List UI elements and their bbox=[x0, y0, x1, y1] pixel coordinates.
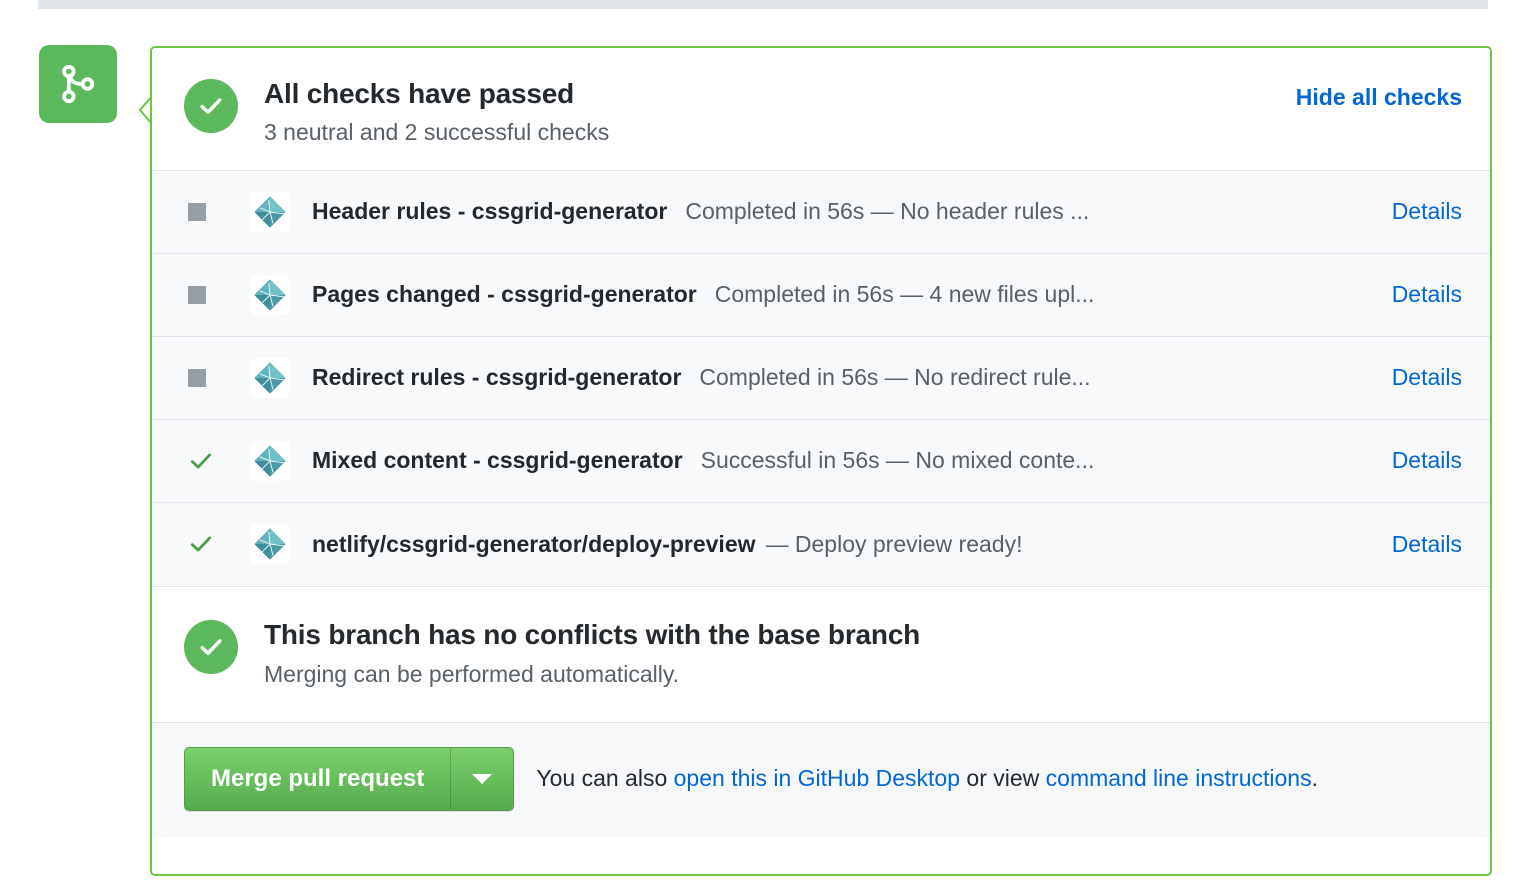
check-row[interactable]: Pages changed - cssgrid-generator Comple… bbox=[152, 253, 1490, 337]
check-circle-icon bbox=[184, 79, 238, 133]
check-details-link[interactable]: Details bbox=[1391, 447, 1462, 474]
neutral-square-icon bbox=[188, 202, 222, 221]
checks-header-text: All checks have passed 3 neutral and 2 s… bbox=[264, 76, 1296, 148]
check-details-link[interactable]: Details bbox=[1391, 198, 1462, 225]
check-row[interactable]: Header rules - cssgrid-generator Complet… bbox=[152, 170, 1490, 254]
check-details-link[interactable]: Details bbox=[1391, 364, 1462, 391]
merge-options-dropdown-button[interactable] bbox=[450, 746, 515, 811]
netlify-logo-icon bbox=[250, 524, 290, 565]
merge-pull-request-button[interactable]: Merge pull request bbox=[184, 746, 451, 811]
chevron-down-icon bbox=[472, 773, 493, 784]
check-details-link[interactable]: Details bbox=[1391, 281, 1462, 308]
command-line-instructions-link[interactable]: command line instructions bbox=[1045, 764, 1312, 791]
git-merge-icon bbox=[56, 62, 100, 106]
check-details-link[interactable]: Details bbox=[1391, 530, 1462, 557]
open-in-github-desktop-link[interactable]: open this in GitHub Desktop bbox=[673, 764, 961, 791]
conflict-text: This branch has no conflicts with the ba… bbox=[264, 617, 920, 690]
neutral-square-icon bbox=[188, 285, 222, 304]
git-merge-badge bbox=[39, 45, 117, 123]
check-description: Completed in 56s — No redirect rule... bbox=[699, 364, 1091, 391]
merge-footer-note: You can also open this in GitHub Desktop… bbox=[536, 764, 1318, 794]
check-row[interactable]: Mixed content - cssgrid-generator Succes… bbox=[152, 419, 1490, 503]
check-row[interactable]: Redirect rules - cssgrid-generator Compl… bbox=[152, 336, 1490, 420]
check-body: Header rules - cssgrid-generator Complet… bbox=[312, 198, 1372, 225]
check-name: Header rules - cssgrid-generator bbox=[312, 198, 668, 225]
netlify-logo-icon bbox=[250, 440, 290, 481]
check-description: Successful in 56s — No mixed conte... bbox=[700, 447, 1095, 474]
netlify-logo-icon bbox=[250, 274, 290, 315]
checks-list: Header rules - cssgrid-generator Complet… bbox=[152, 169, 1490, 586]
check-description: — Deploy preview ready! bbox=[765, 530, 1023, 557]
merge-footer: Merge pull request You can also open thi… bbox=[152, 721, 1490, 837]
check-row[interactable]: netlify/cssgrid-generator/deploy-preview… bbox=[152, 502, 1490, 586]
check-name: Redirect rules - cssgrid-generator bbox=[312, 364, 682, 391]
merge-status-card: All checks have passed 3 neutral and 2 s… bbox=[150, 46, 1492, 876]
netlify-logo-icon bbox=[250, 357, 290, 398]
merge-button-group: Merge pull request bbox=[184, 746, 515, 811]
checks-title: All checks have passed bbox=[264, 78, 574, 109]
check-description: Completed in 56s — 4 new files upl... bbox=[714, 281, 1095, 308]
check-circle-icon bbox=[184, 619, 238, 674]
check-body: netlify/cssgrid-generator/deploy-preview… bbox=[312, 531, 1372, 558]
check-name: Mixed content - cssgrid-generator bbox=[312, 447, 683, 474]
check-name: netlify/cssgrid-generator/deploy-preview bbox=[312, 530, 756, 557]
branch-conflict-status: This branch has no conflicts with the ba… bbox=[152, 585, 1490, 722]
conflict-subtitle: Merging can be performed automatically. bbox=[264, 660, 680, 687]
checks-header: All checks have passed 3 neutral and 2 s… bbox=[152, 48, 1490, 170]
conflict-title: This branch has no conflicts with the ba… bbox=[264, 618, 921, 650]
check-icon bbox=[188, 448, 222, 474]
footer-note-middle: or view bbox=[960, 764, 1046, 791]
check-description: Completed in 56s — No header rules ... bbox=[685, 198, 1090, 225]
footer-note-prefix: You can also bbox=[536, 764, 674, 791]
check-icon bbox=[188, 531, 222, 557]
checks-subtitle: 3 neutral and 2 successful checks bbox=[264, 119, 610, 145]
timeline-divider bbox=[38, 0, 1488, 9]
footer-note-suffix: . bbox=[1311, 764, 1318, 791]
check-body: Redirect rules - cssgrid-generator Compl… bbox=[312, 364, 1372, 391]
check-name: Pages changed - cssgrid-generator bbox=[312, 281, 697, 308]
check-body: Mixed content - cssgrid-generator Succes… bbox=[312, 447, 1372, 474]
neutral-square-icon bbox=[188, 368, 222, 387]
hide-all-checks-link[interactable]: Hide all checks bbox=[1295, 84, 1462, 110]
netlify-logo-icon bbox=[250, 191, 290, 232]
check-body: Pages changed - cssgrid-generator Comple… bbox=[312, 281, 1372, 308]
